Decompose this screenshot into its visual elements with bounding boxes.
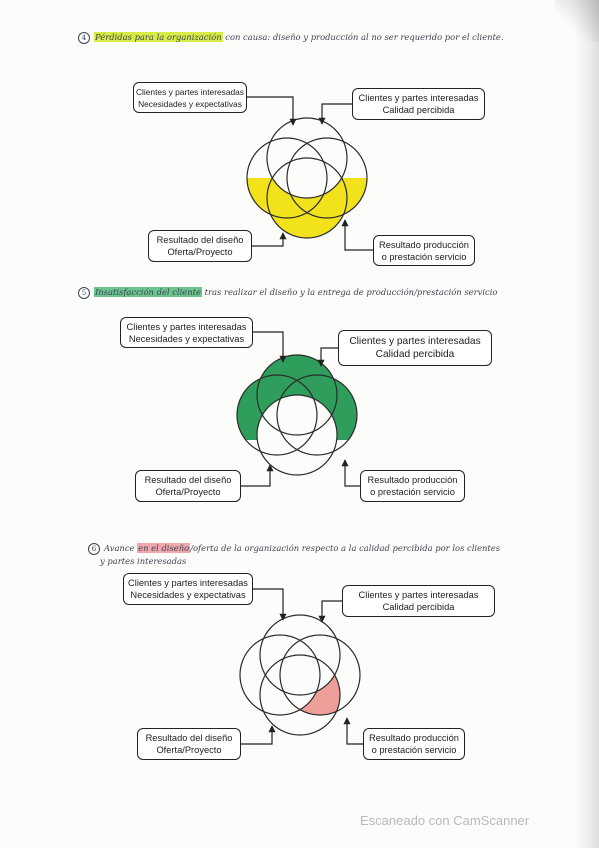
box-design-result: Resultado del diseño Oferta/Proyecto — [137, 728, 241, 760]
box-line: Resultado producción — [367, 475, 458, 485]
box-line: o prestación servicio — [370, 487, 455, 497]
note-1: 4 Pérdidas para la organización con causa… — [78, 31, 504, 44]
scan-corner-shadow — [555, 0, 599, 42]
venn-circle-right — [276, 374, 358, 456]
highlight-region — [237, 355, 357, 440]
venn-circle-bottom — [259, 654, 341, 736]
venn-circle-left — [239, 634, 321, 716]
box-line: Resultado del diseño — [156, 235, 244, 245]
box-line: Clientes y partes interesadas — [358, 590, 479, 600]
box-line: Calidad percibida — [375, 349, 455, 360]
box-line: Necesidades y expectativas — [130, 590, 246, 600]
box-line: Oferta/Proyecto — [167, 247, 233, 257]
arrow-needs — [253, 588, 287, 621]
box-perceived-quality: Clientes y partes interesadas Calidad pe… — [338, 330, 492, 366]
venn-circle-top — [266, 117, 348, 199]
arrow-perceived-quality — [317, 347, 338, 367]
venn-circle-left — [236, 374, 318, 456]
arrow-production-result — [341, 459, 360, 487]
arrow-needs — [247, 96, 297, 126]
box-design-result: Resultado del diseño Oferta/Proyecto — [135, 470, 241, 502]
box-perceived-quality: Clientes y partes interesadas Calidad pe… — [342, 585, 495, 617]
diagram-1: Clientes y partes interesadas Necesidade… — [0, 75, 599, 275]
box-line: Resultado producción — [379, 239, 469, 250]
box-line: o prestación servicio — [371, 745, 457, 755]
arrow-design-result — [252, 232, 287, 247]
box-line: o prestación servicio — [381, 251, 467, 262]
box-line: Resultado producción — [369, 733, 459, 743]
venn-circle-bottom — [266, 157, 348, 239]
arrow-production-result — [343, 717, 363, 745]
note-number: 5 — [78, 286, 90, 299]
arrow-design-result — [241, 725, 276, 745]
note-3-line-2: y partes interesadas — [100, 555, 186, 567]
box-line: Clientes y partes interesadas — [128, 578, 248, 588]
box-perceived-quality: Clientes y partes interesadas Calidad pe… — [352, 88, 485, 120]
diagram-2: Clientes y partes interesadas Necesidade… — [0, 310, 599, 510]
box-line: Oferta/Proyecto — [156, 745, 222, 755]
box-production-result: Resultado producción o prestación servic… — [363, 728, 465, 760]
box-production-result: Resultado producción o prestación servic… — [360, 470, 465, 502]
box-production-result: Resultado producción o prestación servic… — [373, 235, 475, 266]
venn-diagram-1 — [246, 96, 373, 251]
box-line: Clientes y partes interesadas — [358, 93, 479, 103]
arrow-production-result — [341, 219, 373, 251]
venn-circle-bottom — [256, 394, 338, 476]
note-text: tras realizar el diseño y la entrega de … — [201, 287, 498, 297]
note-number: 4 — [78, 31, 90, 44]
box-line: Clientes y partes interesadas — [126, 321, 247, 332]
note-highlight: Pérdidas para la organización — [94, 32, 223, 42]
venn-circle-left — [246, 137, 328, 219]
arrow-needs — [253, 331, 287, 363]
arrow-design-result — [241, 464, 274, 487]
box-needs-expectations: Clientes y partes interesadas Necesidade… — [133, 82, 247, 113]
note-highlight: en el diseño — [137, 543, 191, 553]
box-line: Resultado del diseño — [144, 475, 232, 485]
box-line: Calidad percibida — [382, 105, 455, 115]
box-needs-expectations: Clientes y partes interesadas Necesidade… — [120, 317, 253, 348]
venn-diagram-2 — [236, 331, 360, 487]
note-2: 5 Insatisfacción del cliente tras realiza… — [78, 286, 497, 299]
venn-diagram-3 — [239, 588, 363, 745]
venn-circle-top — [259, 614, 341, 696]
box-line: Necesidades y expectativas — [128, 333, 245, 344]
note-text: Avance — [104, 543, 138, 553]
box-needs-expectations: Clientes y partes interesadas Necesidade… — [123, 573, 253, 605]
scanner-watermark: Escaneado con CamScanner — [360, 813, 530, 828]
venn-circle-right — [286, 137, 368, 219]
box-line: Oferta/Proyecto — [155, 487, 221, 497]
scan-edge-shadow — [574, 0, 599, 848]
note-text: /oferta de la organización respecto a la… — [190, 543, 501, 553]
box-line: Resultado del diseño — [145, 733, 233, 743]
box-line: Calidad percibida — [382, 602, 455, 612]
diagram-3: Clientes y partes interesadas Necesidade… — [0, 568, 599, 768]
box-line: Clientes y partes interesadas — [136, 86, 244, 97]
note-number: 6 — [88, 542, 100, 555]
arrow-perceived-quality — [318, 103, 352, 125]
note-3: 6 Avance en el diseño/oferta de la organi… — [88, 542, 500, 555]
highlight-region — [280, 655, 340, 715]
box-line: Necesidades y expectativas — [138, 98, 242, 109]
note-text: y partes interesadas — [100, 556, 187, 566]
note-highlight: Insatisfacción del cliente — [94, 287, 202, 297]
box-design-result: Resultado del diseño Oferta/Proyecto — [148, 230, 252, 262]
arrow-perceived-quality — [318, 600, 342, 623]
note-text: con causa: diseño y producción al no ser… — [222, 32, 504, 42]
venn-circle-right — [279, 634, 361, 716]
venn-circle-top — [256, 354, 338, 436]
highlight-region — [247, 178, 367, 238]
box-line: Clientes y partes interesadas — [349, 336, 481, 347]
